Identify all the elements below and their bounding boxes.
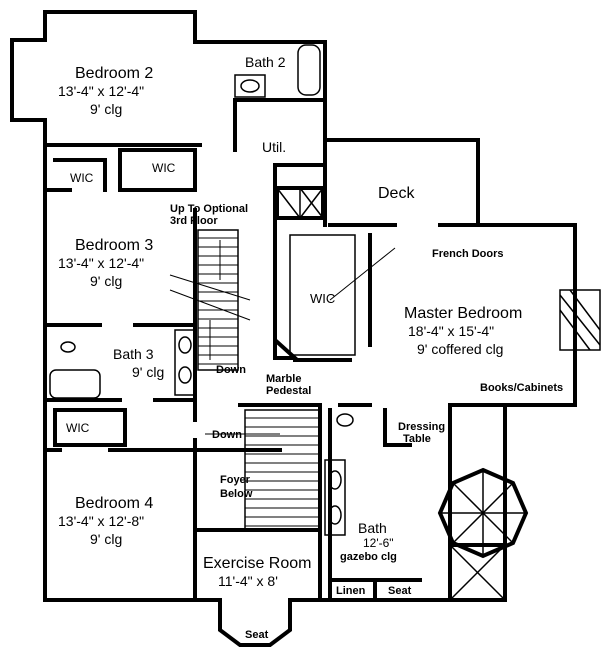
wic-master-label: WIC	[310, 291, 335, 306]
bath-size: 12'-6"	[363, 536, 394, 550]
bedroom2-name: Bedroom 2	[75, 65, 153, 82]
stair-down	[244, 409, 321, 531]
bedroom2-size: 13'-4" x 12'-4"	[58, 83, 144, 99]
toilet-bath	[336, 413, 354, 427]
bath-name: Bath	[358, 520, 387, 536]
bath2-label: Bath 2	[245, 54, 286, 70]
interior-walls	[43, 98, 507, 602]
toilet-bath3	[60, 341, 76, 353]
bay-window-seat	[218, 598, 292, 647]
bedroom3-ceiling: 9' clg	[90, 273, 122, 289]
bath3-name: Bath 3	[113, 346, 154, 362]
down-label: Down	[216, 364, 246, 376]
bedroom4-name: Bedroom 4	[75, 495, 153, 512]
bedroom4-ceiling: 9' clg	[90, 531, 122, 547]
bath-ceiling: gazebo clg	[340, 551, 397, 563]
vanity-bath	[324, 459, 346, 536]
marble-pedestal	[273, 335, 301, 360]
master-size: 18'-4" x 15'-4"	[408, 323, 494, 339]
seat-label: Seat	[245, 629, 269, 641]
master-name: Master Bedroom	[404, 305, 522, 322]
seat-label: Seat	[388, 585, 412, 597]
wic-label: WIC	[152, 161, 176, 175]
exercise-room-name: Exercise Room	[203, 555, 311, 572]
bedroom3-size: 13'-4" x 12'-4"	[58, 255, 144, 271]
wic-label: WIC	[66, 421, 90, 435]
exercise-room-size: 11'-4" x 8'	[218, 573, 278, 589]
books-cabinets-label: Books/Cabinets	[480, 382, 563, 394]
fireplace	[559, 289, 601, 351]
bedroom3-name: Bedroom 3	[75, 237, 153, 254]
wic-label: WIC	[70, 171, 94, 185]
sink-bath2	[234, 74, 266, 98]
bathtub-bath2	[297, 44, 321, 96]
bath3-ceiling: 9' clg	[132, 364, 164, 380]
stair-up	[197, 229, 239, 371]
bathtub-bath3	[49, 369, 101, 399]
french-doors-label: French Doors	[432, 248, 504, 260]
vanity-bath3	[174, 329, 196, 396]
util-label: Util.	[262, 139, 286, 155]
down-label: Down	[212, 429, 242, 441]
stairs	[169, 229, 396, 531]
deck-label: Deck	[378, 185, 415, 202]
fixtures	[49, 44, 529, 559]
master-ceiling: 9' coffered clg	[417, 341, 503, 357]
bedroom2-ceiling: 9' clg	[90, 101, 122, 117]
room-labels: Bedroom 2 13'-4" x 12'-4" 9' clg Bath 2 …	[58, 54, 563, 641]
linen-label: Linen	[336, 585, 366, 597]
bedroom4-size: 13'-4" x 12'-8"	[58, 513, 144, 529]
